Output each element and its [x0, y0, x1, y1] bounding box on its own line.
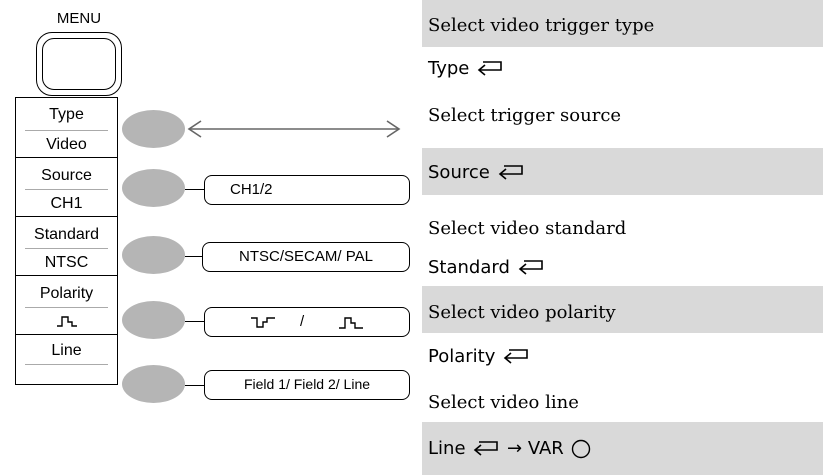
- line-nav-var: VAR: [527, 438, 564, 459]
- panel-polarity-divider: [25, 307, 108, 308]
- standard-nav: Standard: [428, 257, 546, 278]
- line-description: Select video line: [428, 392, 579, 413]
- standard-options-box: NTSC/SECAM/ PAL: [202, 242, 410, 272]
- panel-standard-title: Standard: [34, 226, 99, 243]
- negative-pulse-icon: [251, 317, 275, 328]
- double-arrow-icon: [187, 120, 401, 138]
- line-nav: Line → VAR: [428, 438, 592, 460]
- source-nav: Source: [428, 162, 526, 183]
- panel-cell-line[interactable]: Line: [16, 335, 117, 385]
- connector-line: [185, 385, 205, 386]
- line-nav-arrow: →: [506, 438, 523, 459]
- polarity-nav: Polarity: [428, 346, 531, 367]
- panel-type-divider: [25, 130, 108, 131]
- panel-source-title: Source: [41, 167, 92, 184]
- menu-button[interactable]: [36, 32, 122, 96]
- source-options-box: CH1/2: [204, 175, 410, 205]
- panel-line-title: Line: [51, 342, 82, 359]
- panel-cell-source[interactable]: Source CH1: [16, 158, 117, 216]
- polarity-options-box: /: [204, 307, 410, 337]
- panel-standard-divider: [25, 248, 108, 249]
- panel-type-title: Type: [49, 106, 84, 123]
- description-band: [422, 286, 823, 333]
- panel-source-value: CH1: [50, 195, 83, 212]
- return-arrow-icon: [474, 441, 499, 456]
- panel-line-divider: [25, 364, 108, 365]
- softkey-source-button[interactable]: [122, 169, 185, 207]
- description-band: [422, 148, 823, 195]
- softkey-type-button[interactable]: [122, 110, 185, 148]
- softkey-menu-panel: Type Video Source CH1 Standard NTSC Pola…: [15, 97, 118, 385]
- source-description: Select trigger source: [428, 105, 622, 126]
- connector-line: [185, 189, 205, 190]
- menu-label: MENU: [56, 10, 102, 27]
- pulse-waveform-icon: [57, 316, 77, 327]
- panel-source-divider: [25, 189, 108, 190]
- polarity-description: Select video polarity: [428, 302, 616, 323]
- connector-line: [185, 256, 203, 257]
- return-arrow-icon: [498, 165, 523, 180]
- positive-pulse-icon: [339, 317, 363, 329]
- return-arrow-icon: [518, 260, 543, 275]
- softkey-polarity-button[interactable]: [122, 301, 185, 339]
- type-nav: Type: [428, 58, 505, 79]
- panel-polarity-title: Polarity: [39, 285, 94, 302]
- variable-knob-icon: [571, 439, 590, 459]
- panel-divider: [16, 216, 117, 217]
- softkey-standard-button[interactable]: [122, 236, 185, 274]
- panel-cell-type[interactable]: Type Video: [16, 98, 117, 157]
- description-band: [422, 422, 823, 475]
- line-options-box: Field 1/ Field 2/ Line: [204, 370, 410, 400]
- description-band: [422, 0, 823, 47]
- panel-type-value: Video: [46, 136, 87, 153]
- source-nav-label: Source: [428, 162, 490, 183]
- standard-description: Select video standard: [428, 218, 627, 239]
- panel-divider: [16, 157, 117, 158]
- type-description: Select video trigger type: [428, 15, 655, 36]
- polarity-separator: /: [300, 313, 305, 330]
- return-arrow-icon: [503, 349, 528, 364]
- standard-nav-label: Standard: [428, 257, 510, 278]
- type-nav-label: Type: [428, 58, 470, 79]
- return-arrow-icon: [477, 61, 502, 76]
- line-nav-label: Line: [428, 438, 466, 459]
- panel-cell-polarity[interactable]: Polarity: [16, 276, 117, 334]
- panel-cell-standard[interactable]: Standard NTSC: [16, 217, 117, 275]
- panel-divider: [16, 334, 117, 335]
- connector-line: [185, 321, 205, 322]
- polarity-nav-label: Polarity: [428, 346, 496, 367]
- menu-button-inner: [42, 38, 116, 90]
- panel-divider: [16, 275, 117, 276]
- panel-standard-value: NTSC: [44, 254, 89, 271]
- softkey-line-button[interactable]: [122, 365, 185, 403]
